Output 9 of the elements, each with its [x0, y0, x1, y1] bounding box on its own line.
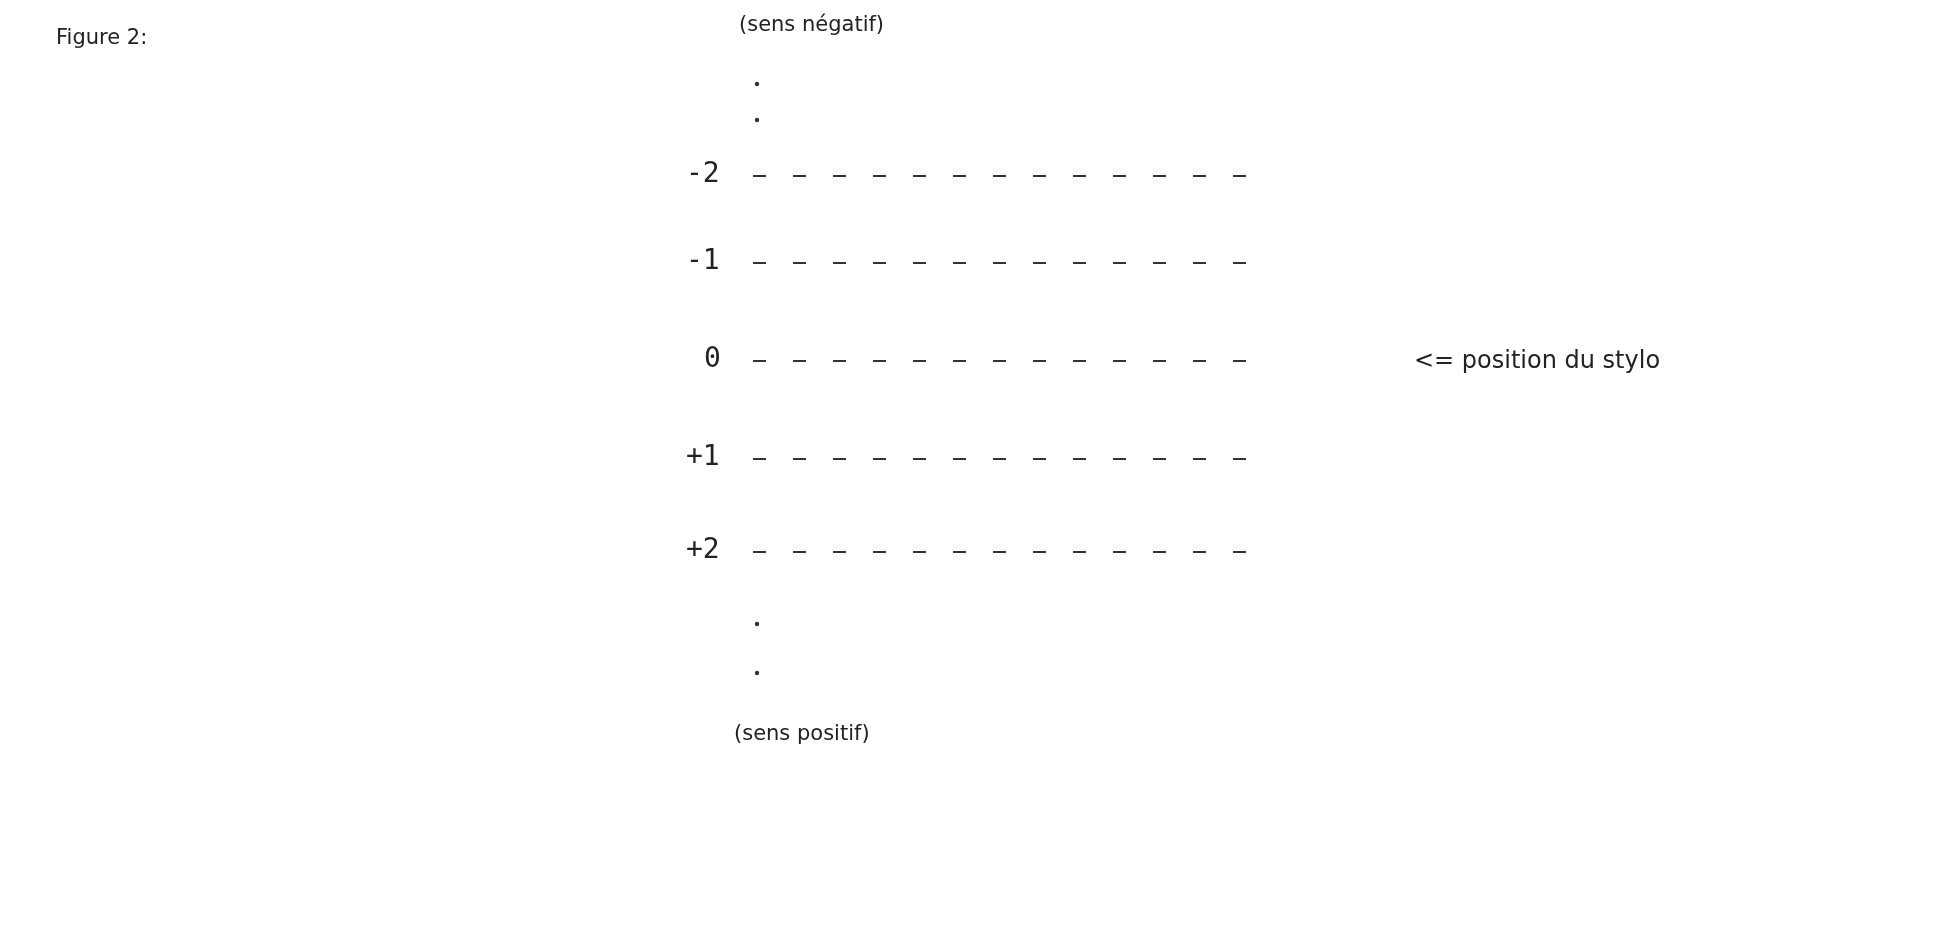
scale-number: -1: [686, 246, 720, 274]
pen-position-note: <= position du stylo: [1414, 348, 1661, 372]
scale-number: 0: [704, 344, 721, 372]
scale-number: -2: [686, 159, 720, 187]
scale-number: +1: [686, 442, 720, 470]
scale-number: +2: [686, 535, 720, 563]
direction-label: (sens positif): [734, 723, 870, 744]
direction-label: (sens négatif): [739, 14, 885, 35]
figure-title: Figure 2:: [56, 27, 148, 48]
